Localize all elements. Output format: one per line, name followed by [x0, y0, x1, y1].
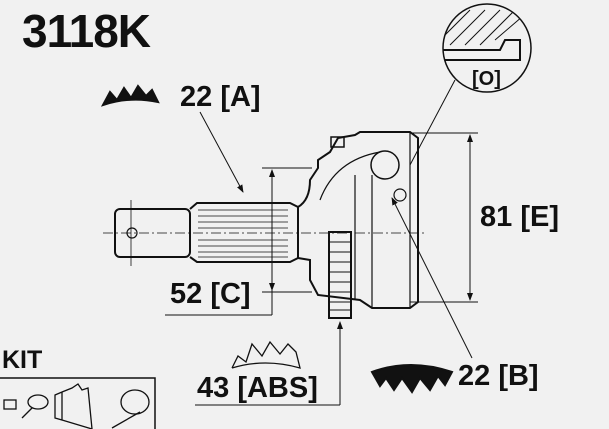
abs-ring [328, 231, 352, 319]
abs-teeth-label: 43 [ABS] [197, 372, 318, 404]
spline-b-icon [370, 364, 454, 394]
kit-label: KIT [2, 346, 43, 374]
spline-b-label: 22 [B] [458, 360, 539, 392]
spline-a-label: 22 [A] [180, 81, 261, 113]
diameter-c-label: 52 [C] [170, 278, 251, 310]
kit-box [0, 377, 156, 429]
kit-parts-icon [3, 383, 150, 429]
spline-a-icon [100, 84, 160, 107]
splined-shaft [189, 202, 299, 263]
detail-circle [442, 3, 532, 93]
shaft-stub [114, 208, 191, 258]
diameter-e-label: 81 [E] [480, 201, 559, 233]
detail-o-label: [O] [472, 68, 501, 90]
part-number-title: 3118K [22, 5, 151, 57]
outer-bell [297, 131, 419, 309]
abs-teeth-icon [231, 340, 301, 369]
